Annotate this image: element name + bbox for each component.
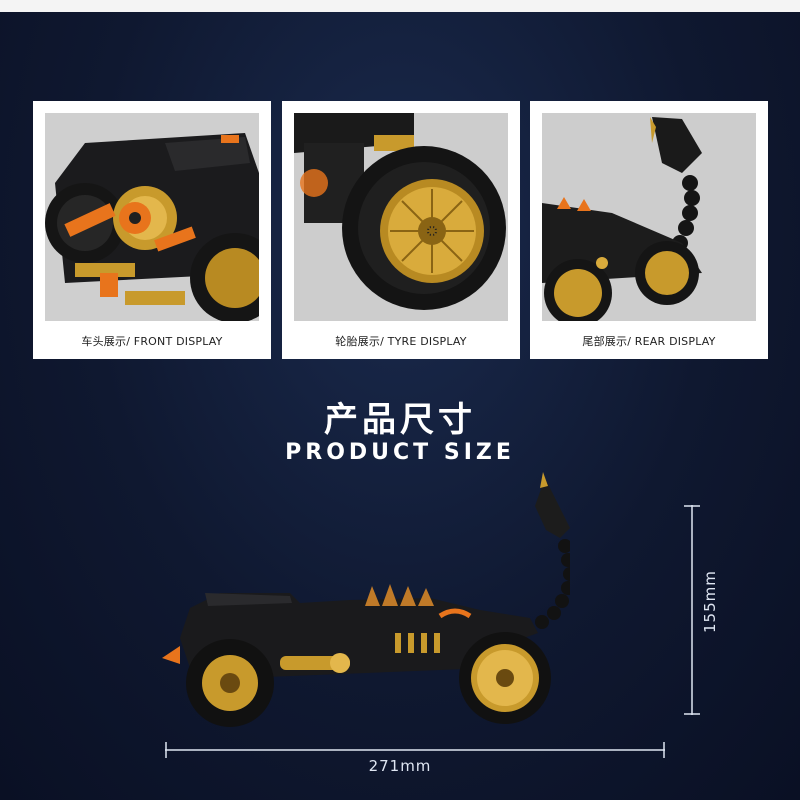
rear-display-photo [542, 113, 756, 321]
top-strip [0, 0, 800, 12]
tyre-display-photo [294, 113, 508, 321]
height-dimension-label: 155mm [701, 570, 719, 633]
tyre-display-caption: 轮胎展示/ TYRE DISPLAY [335, 335, 467, 348]
rear-display-caption: 尾部展示/ REAR DISPLAY [582, 335, 716, 348]
heading-english: PRODUCT SIZE [285, 440, 515, 465]
heading-chinese: 产品尺寸 [324, 400, 476, 440]
front-display-photo [45, 113, 259, 321]
length-dimension-line [165, 742, 665, 758]
car-model-image [150, 468, 577, 730]
rear-display-card: 尾部展示/ REAR DISPLAY [530, 101, 768, 359]
front-display-card: 车头展示/ FRONT DISPLAY [33, 101, 271, 359]
height-dimension-line [684, 505, 700, 715]
length-dimension-label: 271mm [368, 757, 432, 775]
front-display-caption: 车头展示/ FRONT DISPLAY [81, 335, 223, 348]
tyre-display-card: 轮胎展示/ TYRE DISPLAY [282, 101, 520, 359]
